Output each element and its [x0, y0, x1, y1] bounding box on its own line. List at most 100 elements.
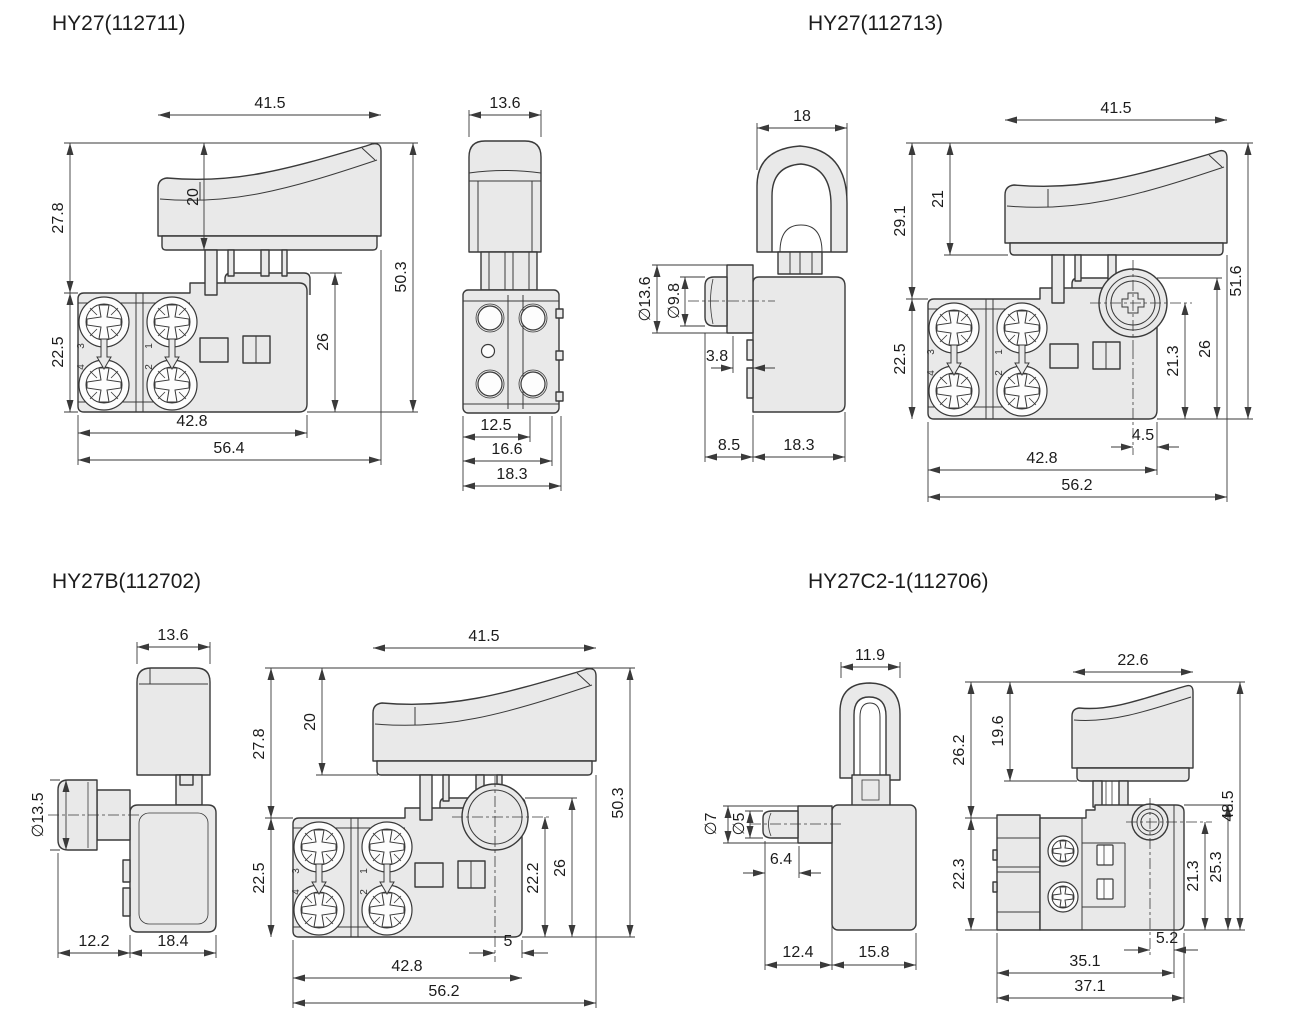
dim-total-height: 51.6 — [1228, 265, 1245, 296]
dim-inner-height: 26 — [552, 859, 569, 877]
dim-center-height: 21.3 — [1185, 860, 1202, 891]
drawing-hy27b-112702: HY27B(112702) 13.6 ∅13.5 12.2 18.4 — [30, 570, 635, 1008]
dim-body-thickness: 18.3 — [783, 437, 814, 454]
switch-body — [129, 804, 217, 933]
switch-body — [77, 282, 308, 413]
dim-body-thickness: 18.4 — [157, 933, 188, 950]
plunger-tip — [762, 810, 799, 839]
dim-plunger-length: 12.2 — [78, 933, 109, 950]
dim-body-width: 42.8 — [176, 413, 207, 430]
trigger — [468, 140, 542, 253]
dim-tip-diameter: ∅5 — [731, 812, 748, 835]
terminal-number: 3 — [926, 349, 937, 355]
switch-body — [831, 804, 917, 931]
dim-trigger-width: 22.6 — [1117, 652, 1148, 669]
trigger — [756, 145, 848, 253]
dim-trigger-depth: 19.6 — [990, 715, 1007, 746]
trigger — [839, 682, 901, 781]
plunger-cap — [704, 276, 728, 327]
dim-lower-height: 22.5 — [251, 862, 268, 893]
dim-trigger-thickness: 13.6 — [157, 627, 188, 644]
dim-total-width: 56.4 — [213, 440, 244, 457]
dim-inner-width: 35.1 — [1069, 953, 1100, 970]
dim-trigger-depth: 21 — [930, 190, 947, 208]
terminal-number: 1 — [144, 343, 155, 349]
terminal-number: 1 — [359, 868, 370, 874]
dim-plunger-length: 12.4 — [782, 944, 813, 961]
dim-trigger-width: 41.5 — [1100, 100, 1131, 117]
dim-upper-height: 27.8 — [50, 202, 67, 233]
terminal-screw — [1047, 835, 1079, 867]
dim-total-width: 56.2 — [428, 983, 459, 1000]
dim-inner-width: 12.5 — [480, 417, 511, 434]
dim-trigger-thickness: 13.6 — [489, 95, 520, 112]
dim-button-height: 22.2 — [525, 862, 542, 893]
switch-body — [752, 276, 846, 413]
dim-body-width: 42.8 — [391, 958, 422, 975]
terminal-number: 4 — [926, 370, 937, 376]
dim-button-offset: 5.2 — [1156, 930, 1178, 947]
dim-trigger-depth: 20 — [185, 188, 202, 206]
dim-upper-height: 29.1 — [892, 205, 909, 236]
dim-upper-height: 27.8 — [251, 728, 268, 759]
terminal-number: 1 — [994, 349, 1005, 355]
dim-total-width: 37.1 — [1074, 978, 1105, 995]
dim-lower-height: 22.5 — [892, 343, 909, 374]
terminal-number: 2 — [359, 889, 370, 895]
dim-top-height: 25.3 — [1208, 851, 1225, 882]
drawing-hy27c2-1-112706: HY27C2-1(112706) 11.9 ∅7 ∅5 6.4 12.4 15.… — [703, 570, 1245, 1003]
profile-view: 13.6 ∅13.5 12.2 18.4 — [30, 627, 217, 958]
dim-trigger-thickness: 11.9 — [855, 647, 885, 664]
dim-lower-height: 22.3 — [951, 858, 968, 889]
terminal-number: 2 — [994, 370, 1005, 376]
dim-trigger-thickness: 18 — [793, 108, 811, 125]
dim-lower-height: 22.5 — [50, 336, 67, 367]
dim-total-height: 50.3 — [393, 261, 410, 292]
profile-view: 18 ∅13.6 ∅9.8 3.8 8.5 18.3 — [637, 108, 848, 462]
side-view: 3 1 4 2 41.5 20 27.8 22.5 22.2 26 50.3 5… — [251, 628, 635, 1008]
terminal-number: 4 — [76, 364, 87, 370]
dim-plunger-length: 8.5 — [718, 437, 740, 454]
dim-button-offset: 4.5 — [1132, 427, 1154, 444]
dim-trigger-width: 41.5 — [254, 95, 285, 112]
terminal-number: 4 — [291, 889, 302, 895]
dim-total-width: 56.2 — [1061, 477, 1092, 494]
dim-cap-diameter: ∅13.5 — [30, 792, 47, 837]
dim-total-height: 48.5 — [1220, 790, 1237, 821]
trigger — [372, 667, 597, 762]
dim-total-height: 50.3 — [610, 787, 627, 818]
drawing-title: HY27(112711) — [52, 12, 185, 35]
trigger — [1004, 149, 1228, 244]
trigger — [157, 142, 382, 237]
dim-inner-height: 26 — [1197, 340, 1214, 358]
drawing-hy27-112711: HY27(112711) 3 1 4 2 41.5 20 27.8 22.5 — [50, 12, 564, 491]
profile-view: 11.9 ∅7 ∅5 6.4 12.4 15.8 — [703, 647, 917, 970]
side-view: 3 1 4 2 41.5 20 27.8 22.5 26 50.3 42.8 5… — [50, 95, 418, 465]
dim-body-thickness: 15.8 — [858, 944, 889, 961]
drawing-hy27-112713: HY27(112713) 18 ∅13.6 ∅9.8 3.8 8.5 18.3 — [637, 12, 1253, 502]
drawing-title: HY27C2-1(112706) — [808, 570, 989, 593]
dim-upper-height: 26.2 — [951, 734, 968, 765]
dim-shaft-diameter: ∅7 — [703, 812, 720, 835]
terminal-screw — [1047, 881, 1079, 913]
side-view: 3 1 4 2 41.5 21 29.1 22.5 21.3 26 51.6 4… — [892, 100, 1253, 502]
drawing-title: HY27B(112702) — [52, 570, 201, 593]
front-view: 13.6 12.5 16.6 18.3 — [462, 95, 564, 491]
dim-mid-width: 16.6 — [491, 441, 522, 458]
terminal-number: 3 — [291, 868, 302, 874]
dim-step-width: 3.8 — [706, 348, 728, 365]
dim-tip-length: 6.4 — [770, 851, 792, 868]
switch-body — [462, 289, 560, 414]
trigger — [1071, 684, 1194, 769]
dim-plunger-diameter: ∅9.8 — [666, 283, 683, 319]
terminal-number: 2 — [144, 364, 155, 370]
dim-body-thickness: 18.3 — [496, 466, 527, 483]
dim-inner-height: 26 — [315, 333, 332, 351]
terminal-number: 3 — [76, 343, 87, 349]
trigger — [136, 667, 211, 776]
dim-body-width: 42.8 — [1026, 450, 1057, 467]
dim-button-offset: 5 — [504, 933, 513, 950]
dim-button-height: 21.3 — [1165, 345, 1182, 376]
